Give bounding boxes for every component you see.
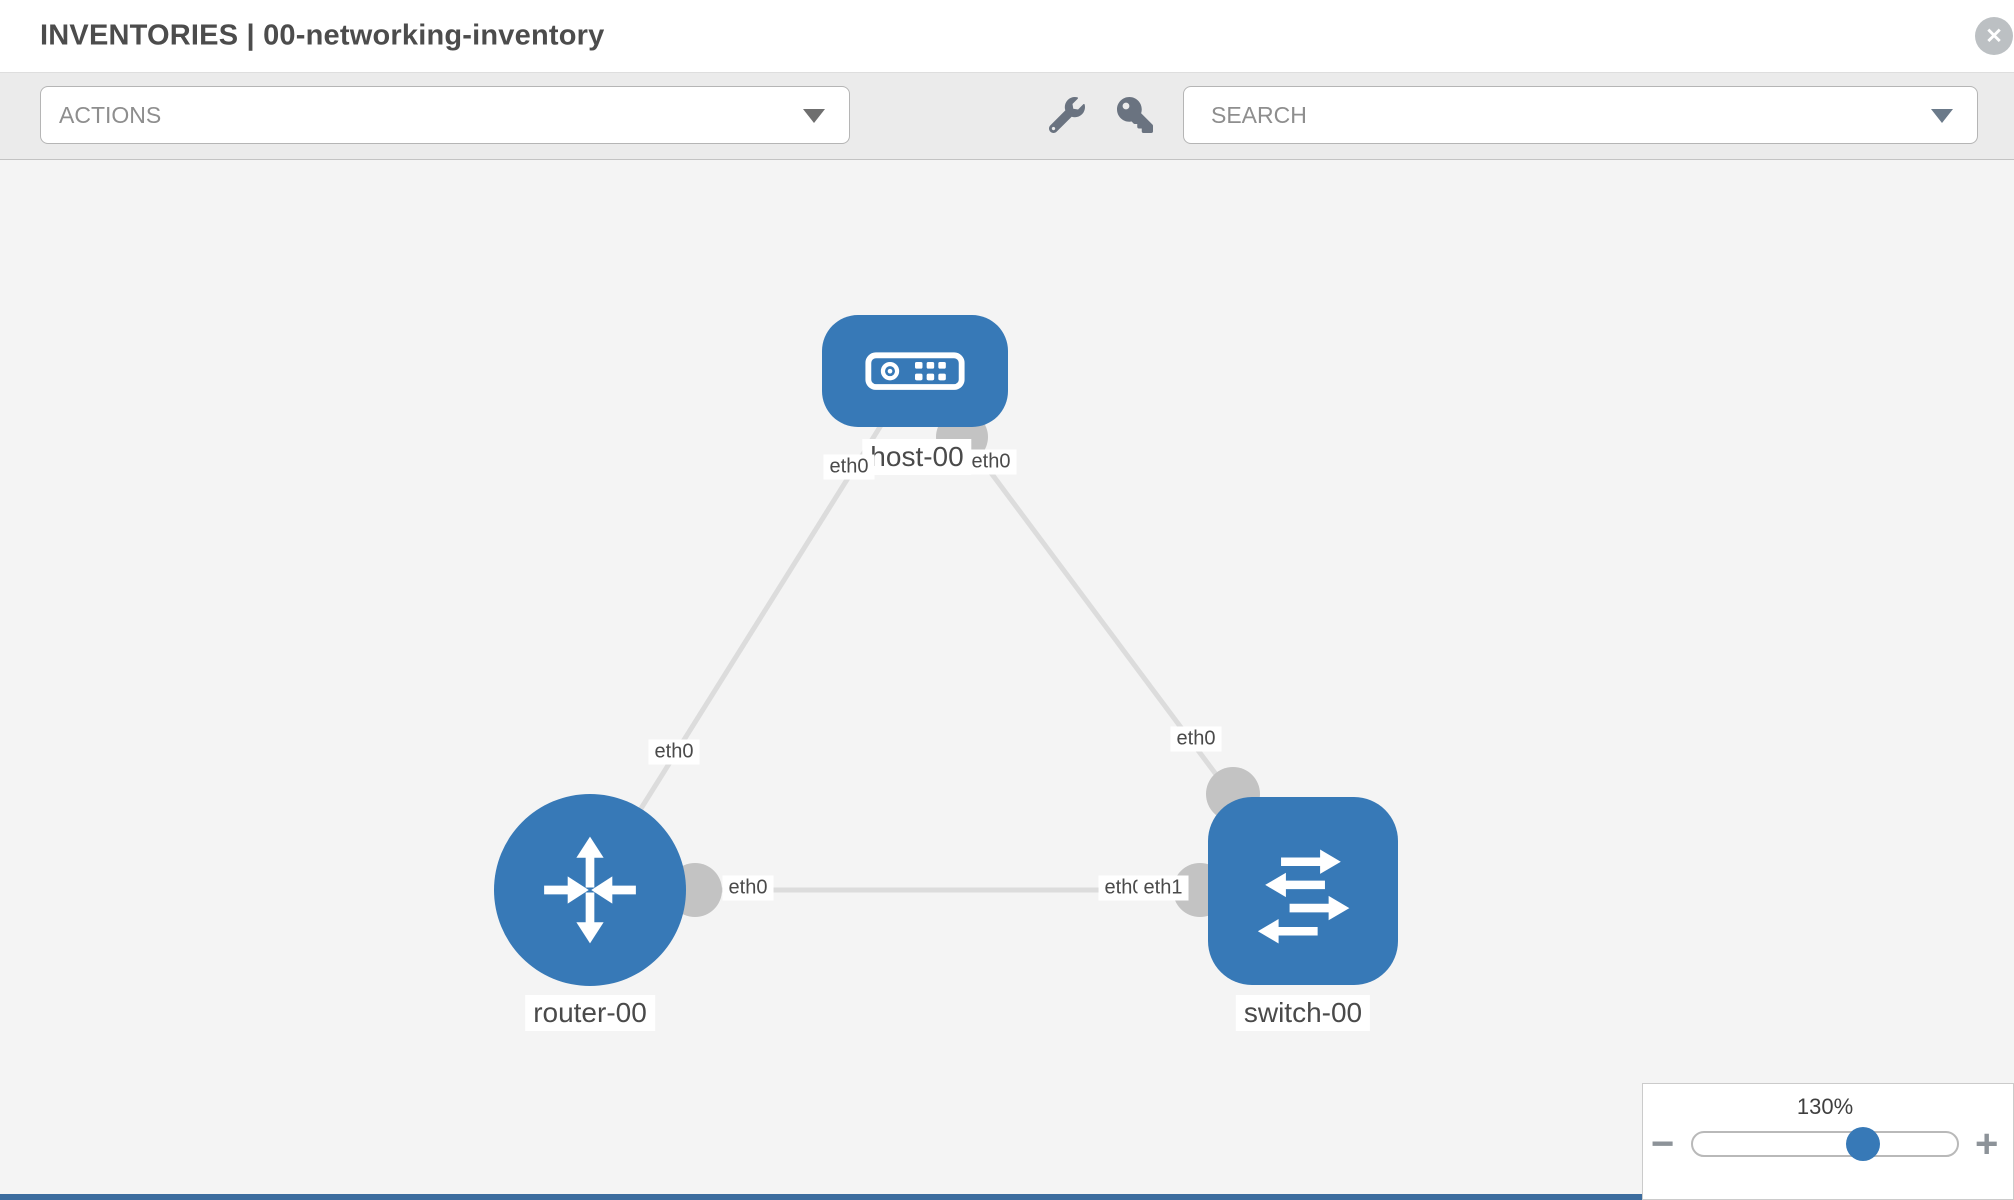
zoom-level: 130% <box>1796 1094 1854 1119</box>
node-label-router: router-00 <box>525 995 655 1031</box>
interface-label: eth0 <box>1170 726 1222 752</box>
header: INVENTORIES | 00-networking-inventory ✕ <box>0 0 2014 73</box>
key-icon <box>1117 97 1153 133</box>
node-host-00[interactable] <box>822 315 1008 427</box>
bottom-edge-strip <box>0 1194 1642 1200</box>
tools-button[interactable] <box>1048 97 1085 134</box>
search-dropdown[interactable]: SEARCH <box>1183 86 1978 144</box>
actions-dropdown-label: ACTIONS <box>59 101 162 128</box>
close-button[interactable]: ✕ <box>1975 17 2013 55</box>
switch-icon <box>1257 849 1350 944</box>
node-label-host: host-00 <box>862 439 972 475</box>
zoom-slider-thumb[interactable] <box>1846 1127 1880 1161</box>
page-title: INVENTORIES | 00-networking-inventory <box>40 19 605 52</box>
wrench-icon <box>1048 97 1085 134</box>
toolbar: ACTIONS SEARCH <box>0 73 2014 160</box>
search-placeholder: SEARCH <box>1211 101 1307 128</box>
zoom-out-button[interactable]: − <box>1651 1124 1674 1164</box>
actions-dropdown[interactable]: ACTIONS <box>40 86 850 144</box>
node-label-switch: switch-00 <box>1235 995 1371 1031</box>
topology-canvas[interactable]: host-00 router-00 switch-00 eth0 eth0 et… <box>0 160 2014 1200</box>
plus-icon: + <box>1975 1122 1999 1166</box>
host-icon <box>865 352 965 390</box>
interface-label: eth0 <box>648 739 700 765</box>
links-layer <box>587 369 1306 917</box>
interface-label: eth0 <box>722 875 774 901</box>
caret-down-icon <box>803 109 825 123</box>
caret-down-icon <box>1931 109 1953 123</box>
close-icon: ✕ <box>1985 24 2003 48</box>
zoom-slider-track[interactable] <box>1691 1131 1959 1157</box>
interface-label: eth1 <box>1137 875 1189 901</box>
node-router-00[interactable] <box>494 794 686 986</box>
node-switch-00[interactable] <box>1208 797 1398 985</box>
zoom-control-panel: 130% − + <box>1642 1083 2014 1200</box>
minus-icon: − <box>1651 1122 1675 1166</box>
interface-label: eth0 <box>823 454 875 480</box>
credentials-button[interactable] <box>1117 97 1153 133</box>
zoom-in-button[interactable]: + <box>1975 1124 1998 1164</box>
router-icon <box>544 836 636 944</box>
interface-label: eth0 <box>965 449 1017 475</box>
